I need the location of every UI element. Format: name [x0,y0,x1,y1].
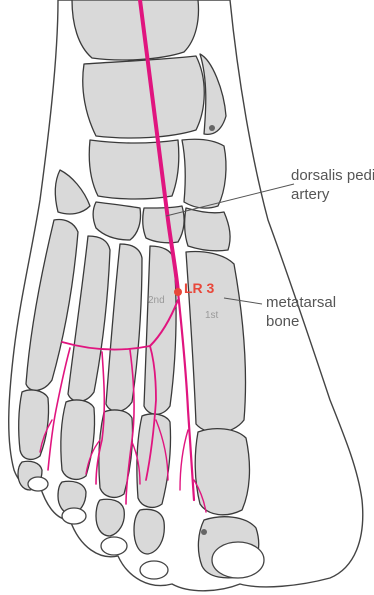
bone-label-line1: metatarsal [266,294,336,311]
second-metatarsal-label: 2nd [148,295,165,306]
lr3-point-label: LR 3 [184,280,215,296]
artery-label-line1: dorsalis pedis [291,167,374,184]
landmark-dot [201,529,207,535]
bone-label-line2: bone [266,313,299,330]
artery-label-line2: artery [291,186,330,203]
lr3-point-marker [174,288,182,296]
first-metatarsal-label: 1st [205,310,219,321]
landmark-dot [209,125,215,131]
